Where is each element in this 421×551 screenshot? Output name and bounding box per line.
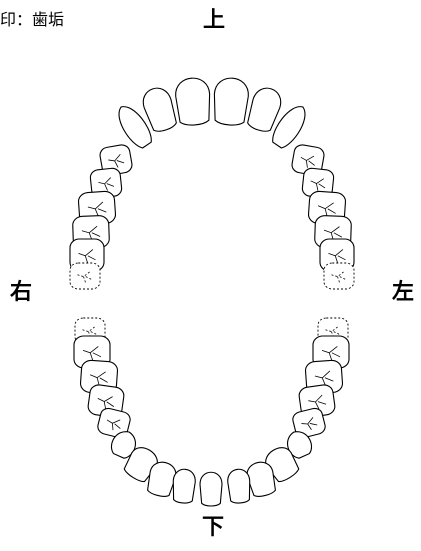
lower-tooth [172,469,196,504]
lower-tooth [200,472,222,506]
upper-tooth [324,263,354,289]
upper-tooth [70,263,100,289]
lower-tooth [227,469,251,504]
upper-tooth [212,77,249,126]
upper-tooth [175,77,212,126]
upper-dental-arch [70,77,354,289]
lower-dental-arch [74,318,349,506]
